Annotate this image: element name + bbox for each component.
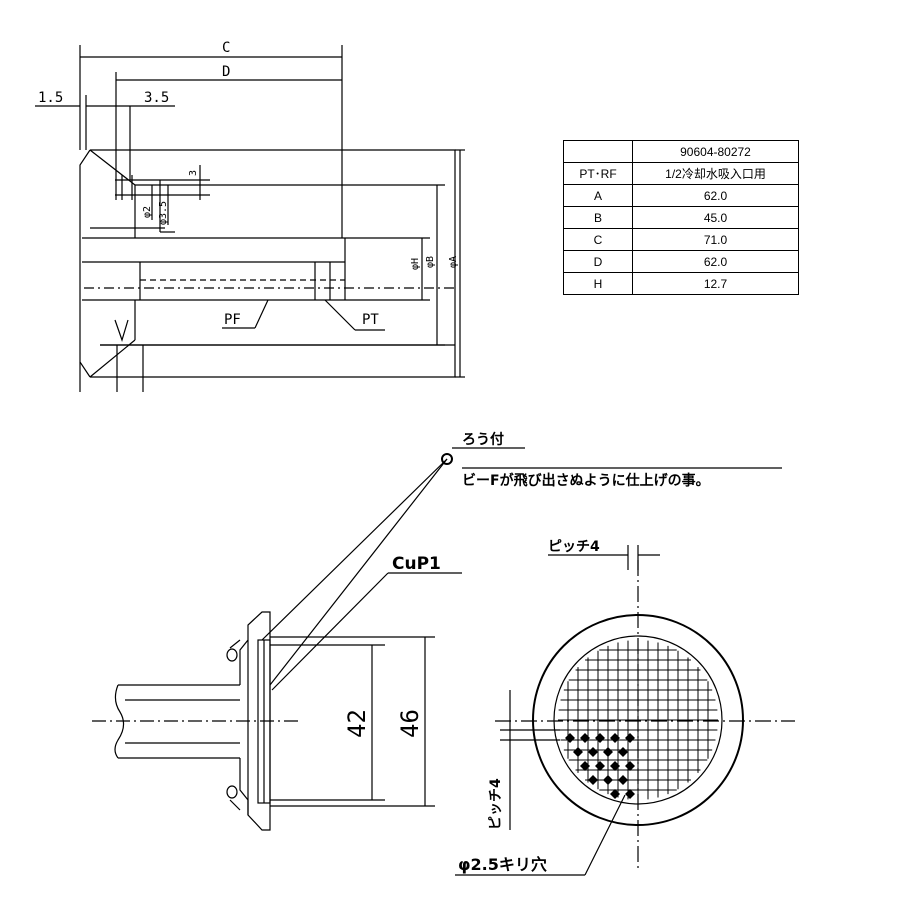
finish-note: ビーFが飛び出さぬように仕上げの事。 [462,472,710,489]
dim-phi2-label: φ2 [142,206,153,218]
dim-3-label: 3 [188,170,199,176]
brazed-note: ろう付 [462,431,504,448]
bottom-side-view [92,447,782,831]
hole-pattern [565,733,635,799]
material-label: CuP1 [392,554,441,574]
spec-table-key: H [563,272,633,295]
dim-phi3-5-label: φ3.5 [158,201,169,225]
spec-table-key: A [563,184,633,207]
hole-mark [618,775,628,785]
hole-mark [603,775,613,785]
hole-mark [573,747,583,757]
spec-table-value: 45.0 [632,206,799,229]
spec-table-value: 62.0 [632,250,799,273]
spec-table-header-cell [563,140,633,163]
pitch-side-label: ピッチ4 [488,778,504,830]
spec-table-value: 1/2冷却水吸入口用 [632,162,799,185]
hole-mark [625,761,635,771]
hole-mark [588,747,598,757]
spec-table-header: 90604-80272 [563,140,799,163]
spec-table-key: C [563,228,633,251]
dim-46-label: 46 [396,709,424,738]
spec-table-key: B [563,206,633,229]
dim-phih-label: φH [410,258,421,270]
dim-d-label: D [222,64,230,80]
top-side-view [35,45,465,392]
spec-table-value: 62.0 [632,184,799,207]
hole-mark [625,789,635,799]
hole-mark [580,761,590,771]
hole-mark [595,761,605,771]
spec-table-value: 71.0 [632,228,799,251]
hole-mark [610,733,620,743]
dim-3-5-label: 3.5 [144,90,169,106]
spec-table-key: PT･RF [563,162,633,185]
dim-42-label: 42 [343,709,371,738]
hole-mark [625,733,635,743]
hole-mark [618,747,628,757]
hole-mark [588,775,598,785]
pt-label: PT [362,312,379,328]
pitch-top-label: ピッチ4 [548,539,600,555]
screen-mesh [558,640,718,800]
spec-table-header-cell: 90604-80272 [632,140,799,163]
hole-mark [610,761,620,771]
hole-mark [595,733,605,743]
hole-mark [603,747,613,757]
hole-mark [610,789,620,799]
dim-c-label: C [222,40,230,56]
dim-1-5-label: 1.5 [38,90,63,106]
spec-table-value: 12.7 [632,272,799,295]
hole-mark [580,733,590,743]
pf-label: PF [224,312,241,328]
spec-table-key: D [563,250,633,273]
dim-phia-label: φA [448,256,459,268]
hole-spec-label: φ2.5キリ穴 [458,855,547,874]
hole-mark [565,733,575,743]
bottom-front-view [455,545,795,876]
dim-phib-label: φB [425,256,436,268]
